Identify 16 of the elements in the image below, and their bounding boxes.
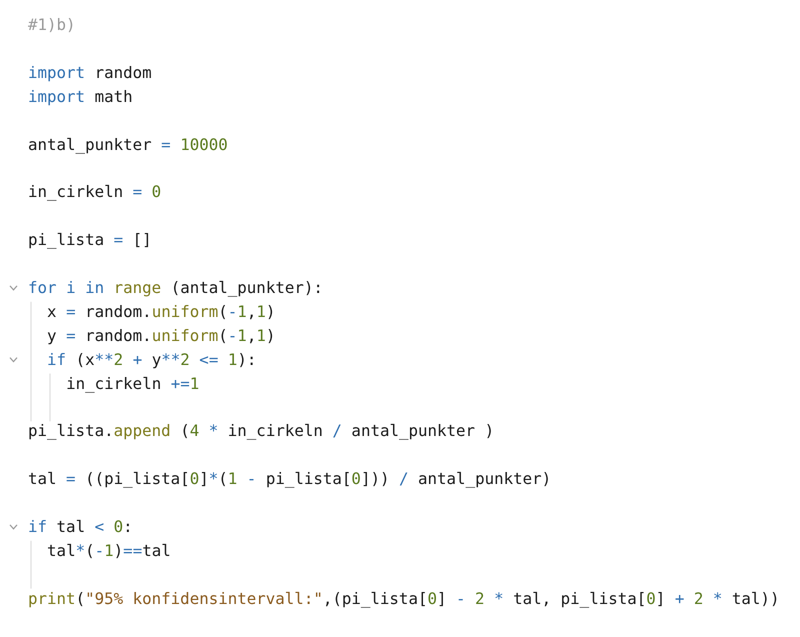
code-line: y = random.uniform(-1,1) xyxy=(47,326,276,346)
code-line: tal = ((pi_lista[0]*(1 - pi_lista[0])) / antal_punkter) xyxy=(28,469,552,490)
code-line: for i in range (antal_punkter): xyxy=(28,278,323,298)
code-line: print("95% konfidensintervall:",(pi_lista[0] - 2 * tal, pi_lista[0] + 2 * tal)) xyxy=(28,588,780,609)
code-line: in_cirkeln +=1 xyxy=(66,374,200,394)
code-line: pi_lista.append (4 * in_cirkeln / antal_punkter ) xyxy=(28,421,494,442)
code-line: if tal < 0: xyxy=(28,516,133,537)
code-line: antal_punkter = 10000 xyxy=(28,134,228,154)
code-line: pi_lista = [] xyxy=(28,230,152,250)
code-line: in_cirkeln = 0 xyxy=(28,182,162,202)
code-comment: #1)b) xyxy=(28,15,76,35)
code-line: x = random.uniform(-1,1) xyxy=(47,302,276,322)
code-line: tal*(-1)==tal xyxy=(47,540,171,561)
code-line: if (x**2 + y**2 <= 1): xyxy=(47,350,256,370)
code-line: import random xyxy=(28,62,152,83)
code-line: import math xyxy=(28,86,133,107)
